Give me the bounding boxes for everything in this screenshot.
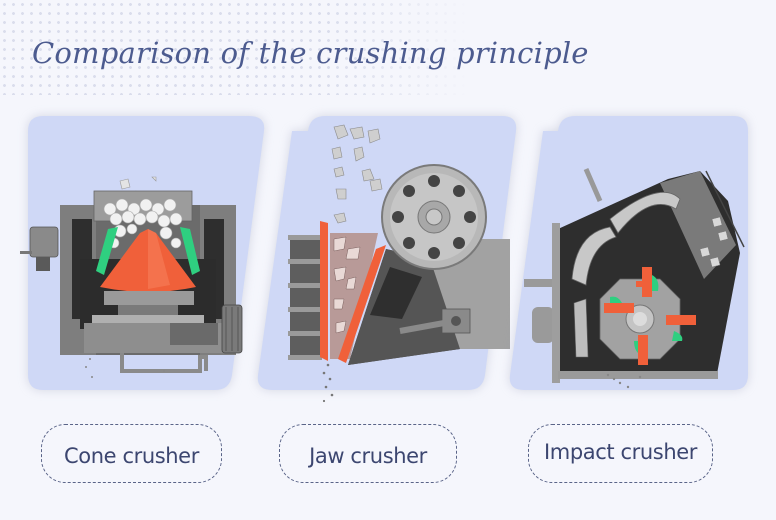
cone-crusher-illustration: [20, 176, 243, 378]
jaw-crusher-label[interactable]: Jaw crusher: [279, 424, 457, 483]
page-title: Comparison of the crushing principle: [32, 36, 589, 70]
cone-crusher-label-text: Cone crusher: [64, 443, 199, 468]
jaw-crusher-label-text: Jaw crusher: [309, 443, 427, 468]
impact-crusher-label-text: Impact crusher: [544, 439, 697, 464]
jaw-crusher-illustration: [288, 124, 510, 403]
impact-crusher-illustration: [524, 167, 745, 389]
impact-crusher-panel: [500, 109, 776, 397]
jaw-crusher-panel: [250, 109, 525, 403]
dot-pattern-decoration: [0, 0, 470, 95]
cone-crusher-panel: [20, 109, 275, 397]
cone-crusher-label[interactable]: Cone crusher: [41, 424, 222, 483]
impact-crusher-label[interactable]: Impact crusher: [528, 424, 713, 483]
